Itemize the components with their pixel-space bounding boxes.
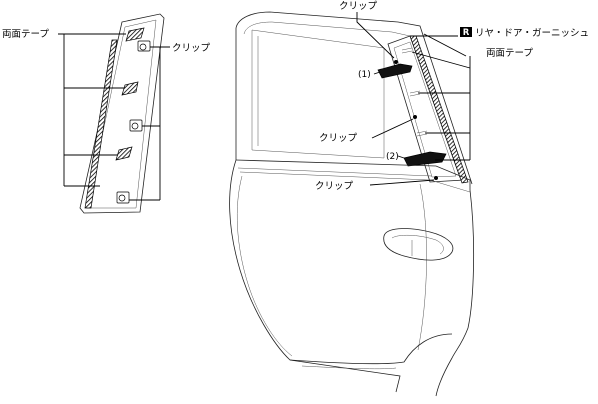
double-sided-tape-label-left: 両面テープ: [2, 29, 49, 40]
clip-leader-lines: [129, 46, 170, 201]
clip-point-top: [394, 60, 398, 64]
window-frame-outer: [235, 11, 473, 185]
clip-label-bottom: クリップ: [315, 181, 354, 192]
double-sided-tape-strip: [84, 39, 118, 209]
clip-tab-1: [377, 63, 413, 79]
double-sided-tape-piece-3: [115, 146, 133, 161]
clip-point-bottom: [434, 176, 438, 180]
clip-label-middle: クリップ: [319, 133, 358, 144]
rear-door-view: R クリップ リヤ・ドア・ガーニッシュ 両面テープ (1) クリップ (2) ク…: [229, 1, 589, 397]
rear-door-garnish-label: リヤ・ドア・ガーニッシュ: [475, 28, 589, 39]
belt-line: [235, 159, 471, 190]
garnish-outline: [79, 13, 165, 214]
r-square-icon-letter: R: [463, 28, 470, 38]
door-handle: [383, 228, 454, 261]
callout-1-label: (1): [358, 70, 371, 80]
double-sided-tape-piece-2: [121, 81, 139, 96]
window-frame-inner: [243, 21, 461, 179]
clip-icon: [129, 119, 143, 132]
tape-leader-lines: [58, 33, 126, 187]
clip-icon: [116, 191, 130, 204]
double-sided-tape-piece-1: [125, 27, 145, 42]
right-leader-lines: [356, 12, 471, 186]
clip-tab-2: [403, 151, 447, 167]
wheel-arch: [289, 333, 453, 365]
double-sided-tape-label-right: 両面テープ: [486, 48, 533, 59]
door-body-outline: [229, 159, 401, 393]
callout-2-label: (2): [386, 152, 399, 162]
r-square-icon: [460, 27, 472, 37]
installed-tape-markers: [401, 47, 428, 137]
clip-point-middle: [413, 115, 417, 119]
clip-label-left: クリップ: [172, 43, 211, 54]
garnish-detached-view: 両面テープ クリップ: [2, 13, 211, 214]
clip-icon: [137, 40, 151, 52]
front-window-glass: [251, 29, 385, 159]
clip-label-top: クリップ: [339, 1, 378, 12]
